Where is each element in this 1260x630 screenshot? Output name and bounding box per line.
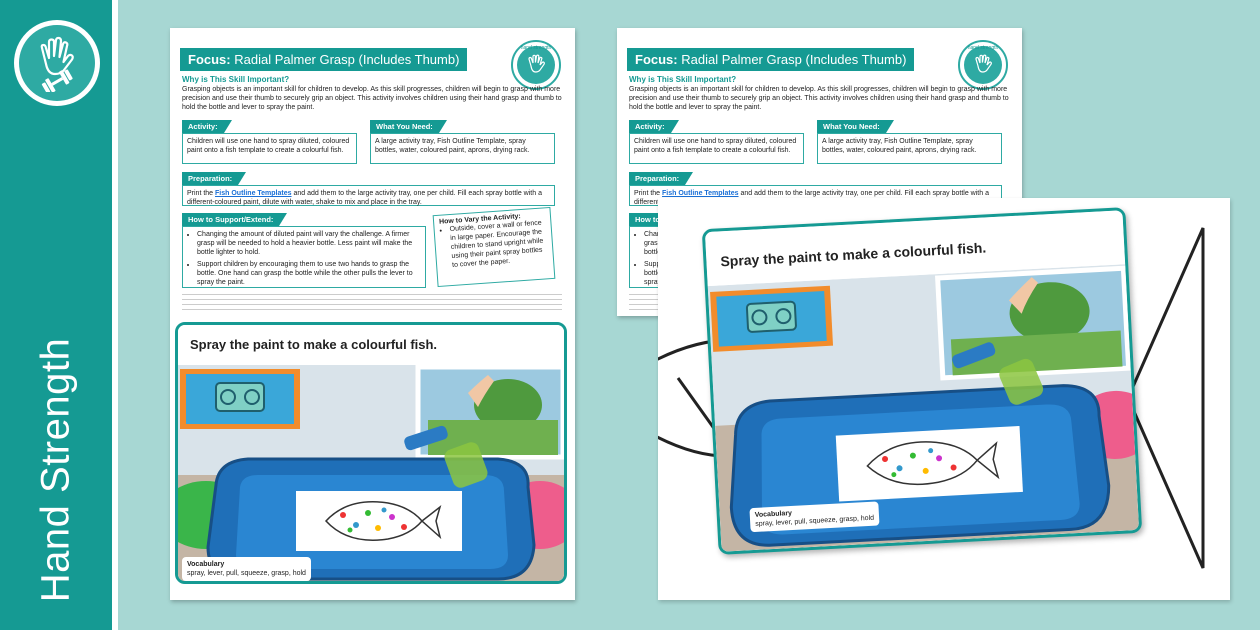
why-text: Grasping objects is an important skill f… (182, 86, 562, 111)
strip-divider (112, 0, 118, 630)
vary-activity-note: How to Vary the Activity: Outside, cover… (432, 206, 556, 288)
prep-text-end: and add them to the large activity tray,… (187, 190, 542, 206)
activity-tab: Activity: (182, 120, 232, 133)
preparation-tab: Preparation: (629, 172, 694, 185)
focus-label: Focus: (635, 52, 678, 67)
why-heading: Why is This Skill Important? (182, 75, 290, 84)
activity-box: Children will use one hand to spray dilu… (182, 133, 357, 164)
disclaimer-fine-print (182, 294, 562, 310)
preparation-box: Print the Fish Outline Templates and add… (182, 185, 555, 206)
support-item: Changing the amount of diluted paint wil… (197, 230, 421, 257)
hand-icon (975, 54, 992, 73)
what-you-need-box: A large activity tray, Fish Outline Temp… (370, 133, 555, 164)
classroom-scene: Vocabulary spray, lever, pull, squeeze, … (707, 264, 1143, 552)
fish-outline-templates-link[interactable]: Fish Outline Templates (662, 190, 739, 197)
focus-title: Radial Palmer Grasp (Includes Thumb) (677, 52, 907, 67)
focus-title-bar: Focus: Radial Palmer Grasp (Includes Thu… (627, 48, 915, 71)
preparation-tab: Preparation: (182, 172, 247, 185)
support-item: Support children by encouraging them to … (197, 260, 421, 287)
vocabulary-label: Vocabulary (187, 561, 225, 568)
what-you-need-text: A large activity tray, Fish Outline Temp… (822, 138, 977, 154)
why-heading: Why is This Skill Important? (629, 75, 737, 84)
support-extend-tab: How to Support/Extend: (182, 213, 288, 226)
hand-strength-stamp: hand strength (511, 40, 561, 90)
vocabulary-box: Vocabulary spray, lever, pull, squeeze, … (182, 557, 311, 581)
category-badge (14, 20, 100, 106)
activity-text: Children will use one hand to spray dilu… (187, 138, 350, 154)
hand-and-dumbbell-icon (40, 36, 74, 92)
what-you-need-tab: What You Need: (817, 120, 894, 133)
prep-text-start: Print the (634, 190, 663, 197)
stamp-text: hand strength (967, 45, 999, 51)
what-you-need-text: A large activity tray, Fish Outline Temp… (375, 138, 530, 154)
classroom-scene: Vocabulary spray, lever, pull, squeeze, … (178, 364, 564, 581)
focus-label: Focus: (188, 52, 231, 67)
focus-title-bar: Focus: Radial Palmer Grasp (Includes Thu… (180, 48, 468, 71)
what-you-need-box: A large activity tray, Fish Outline Temp… (817, 133, 1002, 164)
strip-title: Hand Strength (33, 337, 78, 603)
hand-icon (528, 54, 545, 73)
vocabulary-words: spray, lever, pull, squeeze, grasp, hold (187, 570, 306, 577)
what-you-need-tab: What You Need: (370, 120, 447, 133)
activity-card-copy: Spray the paint to make a colourful fish… (701, 207, 1143, 555)
activity-box: Children will use one hand to spray dilu… (629, 133, 804, 164)
vary-item: Outside, cover a wall or fence in large … (449, 218, 548, 270)
stamp-text: hand strength (520, 45, 552, 51)
why-text: Grasping objects is an important skill f… (629, 86, 1009, 111)
prep-text-start: Print the (187, 190, 216, 197)
support-extend-box: Changing the amount of diluted paint wil… (182, 226, 426, 288)
spray-paint-illustration (178, 364, 564, 581)
focus-title: Radial Palmer Grasp (Includes Thumb) (230, 52, 460, 67)
activity-text: Children will use one hand to spray dilu… (634, 138, 797, 154)
fish-outline-templates-link[interactable]: Fish Outline Templates (215, 190, 292, 197)
hand-strength-stamp: hand strength (958, 40, 1008, 90)
card-heading: Spray the paint to make a colourful fish… (178, 325, 564, 365)
activity-card: Spray the paint to make a colourful fish… (175, 322, 567, 584)
activity-tab: Activity: (629, 120, 679, 133)
